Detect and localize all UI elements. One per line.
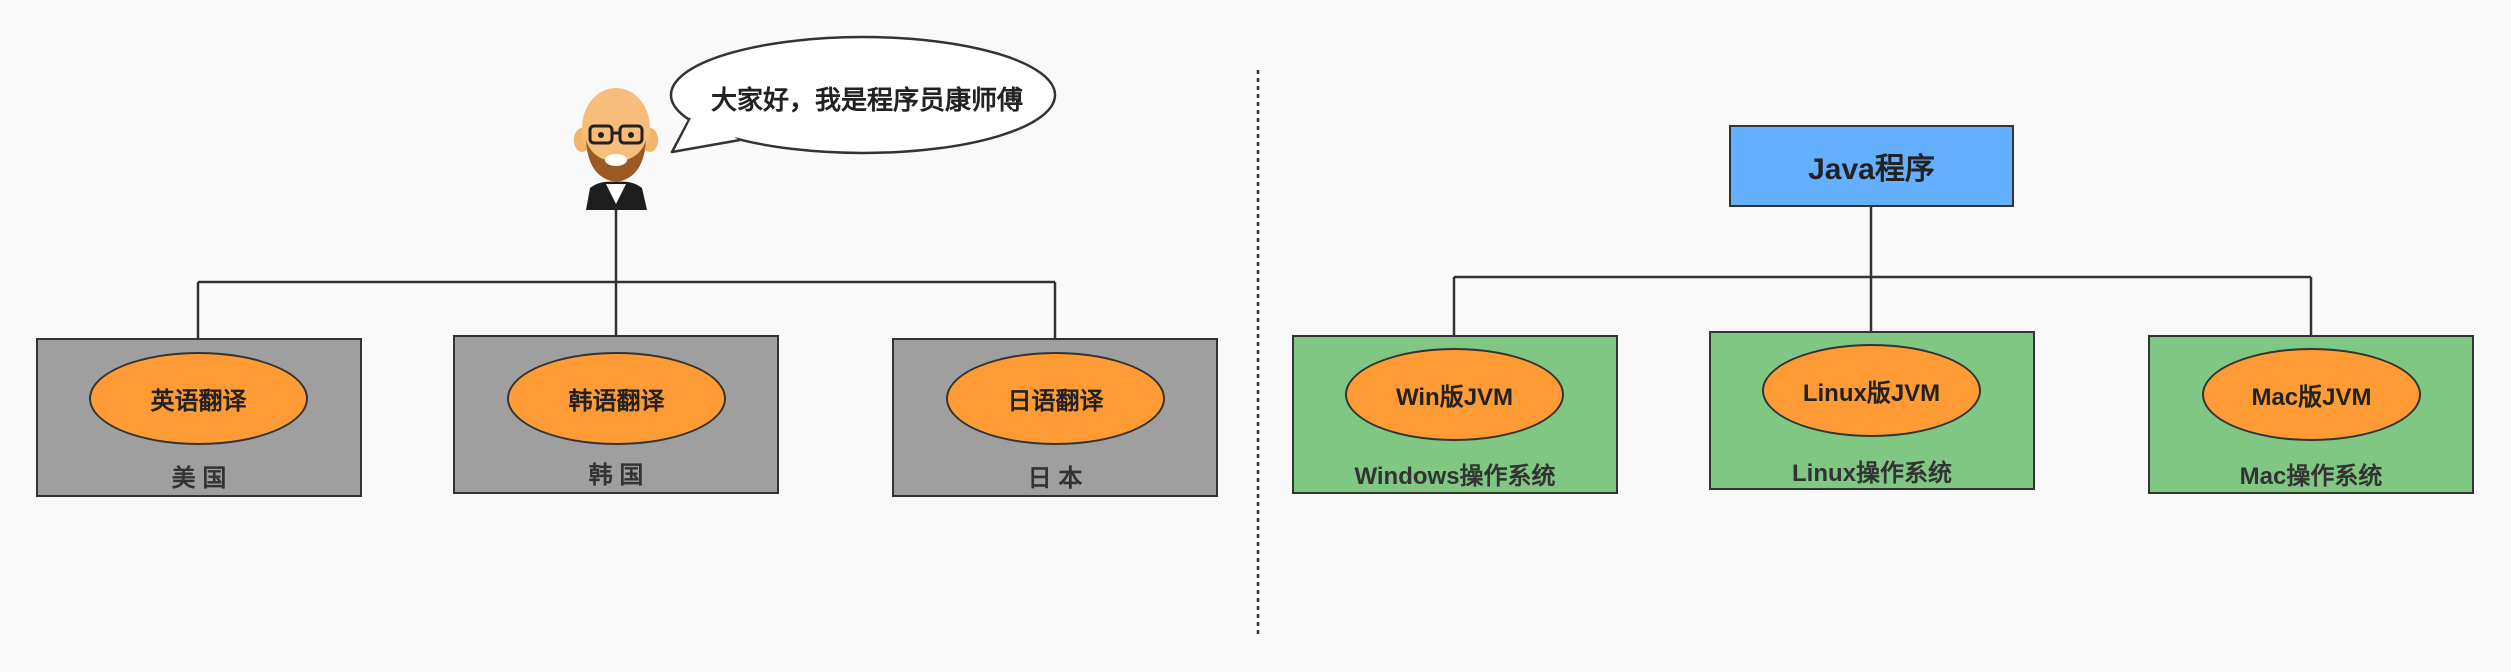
jvm-node-mac: Mac版JVM — [2202, 348, 2421, 441]
translator-node-japanese: 日语翻译 — [946, 352, 1165, 445]
left-connectors — [193, 208, 1060, 351]
right-connectors — [1449, 206, 2316, 349]
os-label: Windows操作系统 — [1354, 463, 1556, 490]
country-label: 日 本 — [1027, 465, 1083, 492]
bald-man-with-glasses-avatar — [574, 88, 658, 210]
speech-bubble — [669, 35, 1057, 155]
translator-node-english: 英语翻译 — [89, 352, 308, 445]
jvm-node-linux: Linux版JVM — [1762, 344, 1981, 437]
jvm-node-windows: Win版JVM — [1345, 348, 1564, 441]
speech-text: 大家好，我是程序员康师傅 — [711, 85, 1024, 115]
os-label: Mac操作系统 — [2239, 463, 2383, 490]
country-label: 韩 国 — [588, 462, 644, 489]
country-label: 美 国 — [171, 465, 227, 492]
java-program-node: Java程序 — [1729, 125, 2014, 207]
translator-node-korean: 韩语翻译 — [507, 352, 726, 445]
os-label: Linux操作系统 — [1792, 460, 1952, 487]
